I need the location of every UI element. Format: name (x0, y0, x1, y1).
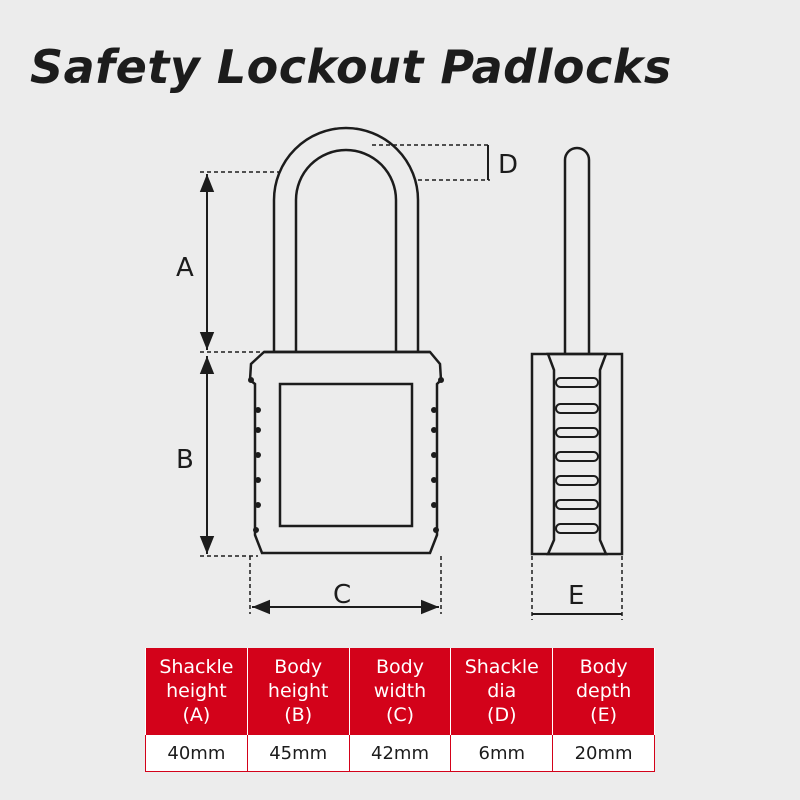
dimension-label-a: A (176, 253, 194, 283)
dimension-c: C (249, 556, 442, 615)
dimension-b: B (176, 356, 258, 557)
dimension-label-e: E (568, 581, 584, 611)
header-shackle-dia: Shackle dia (D) (450, 648, 554, 735)
side-shackle (563, 146, 591, 354)
table-header-row: Shackle height (A) Body height (B) Body … (145, 648, 655, 735)
shackle (272, 126, 420, 354)
value-shackle-dia: 6mm (450, 734, 554, 772)
table-value-row: 40mm 45mm 42mm 6mm 20mm (145, 734, 655, 772)
dimension-label-b: B (176, 445, 194, 475)
dimension-label-d: D (498, 150, 518, 180)
value-body-height: 45mm (246, 734, 350, 772)
value-body-depth: 20mm (552, 734, 655, 772)
dimension-a: A (176, 171, 280, 353)
page-title: Safety Lockout Padlocks (30, 40, 672, 94)
label-window (278, 382, 414, 528)
side-grip-panel (546, 352, 608, 556)
side-grips (248, 377, 444, 533)
header-body-height: Body height (B) (246, 648, 350, 735)
padlock-front-view (248, 126, 444, 555)
dimension-label-c: C (333, 580, 351, 610)
header-body-depth: Body depth (E) (552, 648, 655, 735)
dimension-d: D (372, 144, 518, 181)
header-shackle-height: Shackle height (A) (145, 648, 248, 735)
padlock-dimension-diagram: A B C D (176, 126, 624, 620)
dimension-e: E (531, 556, 623, 620)
value-body-width: 42mm (348, 734, 452, 772)
side-ribs (555, 377, 599, 534)
value-shackle-height: 40mm (145, 734, 248, 772)
header-body-width: Body width (C) (348, 648, 452, 735)
padlock-side-view (530, 146, 624, 556)
specifications-table: Shackle height (A) Body height (B) Body … (145, 648, 655, 772)
